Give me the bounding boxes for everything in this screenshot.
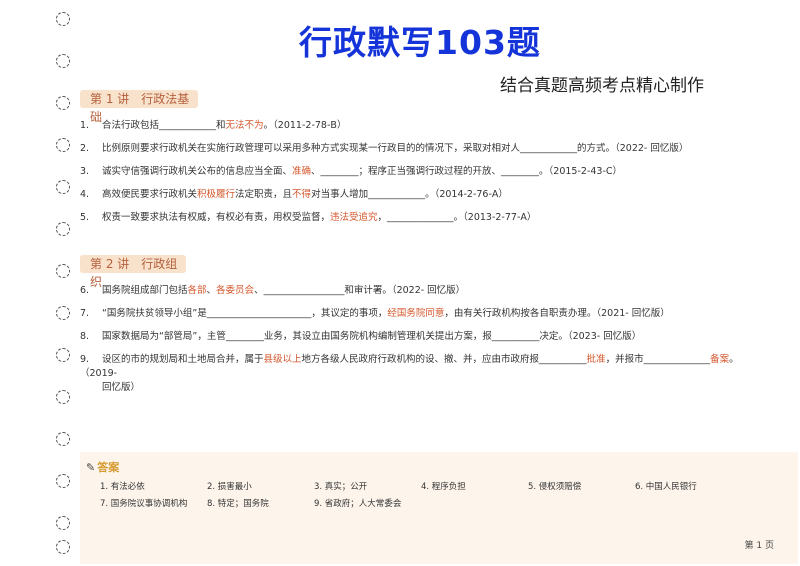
binder-hole — [56, 138, 70, 152]
binder-hole — [56, 432, 70, 446]
answer-item: 9. 省政府；人大常委会 — [314, 499, 402, 509]
answer-item: 8. 特定；国务院 — [207, 499, 269, 509]
question-number: 9. — [80, 354, 90, 365]
answer-item: 7. 国务院议事协调机构 — [100, 499, 188, 509]
question-text: 地方各级人民政府行政机构的设、撤、并，应由市政府报__________ — [301, 354, 587, 365]
question-text: “国务院扶贫领导小组”是______________________，其议定的事… — [102, 308, 388, 319]
pencil-icon: ✎ — [86, 461, 96, 474]
page-number: 第 1 页 — [744, 541, 774, 551]
binder-hole — [56, 54, 70, 68]
question-text: 国家数据局为“部管局”，主管________业务，其设立由国务院机构编制管理机关… — [102, 331, 642, 342]
question-7: 7. “国务院扶贫领导小组”是______________________，其议定… — [80, 307, 670, 321]
question-text: 对当事人增加____________。（2014-2-76-A） — [311, 189, 508, 200]
question-1: 1. 合法行政包括____________和无法不为。（2011-2-78-B） — [80, 119, 346, 133]
question-text: 高效便民要求行政机关 — [102, 189, 198, 200]
answer-panel: ✎答案 1. 有法必依 2. 损害最小 3. 真实；公开 4. 程序负担 5. … — [80, 452, 798, 564]
question-text: 权责一致要求执法有权威，有权必有责，用权受监督， — [102, 212, 331, 223]
binder-hole — [56, 12, 70, 26]
highlight-text: 违法受追究 — [330, 212, 378, 223]
answer-item: 3. 真实；公开 — [314, 482, 368, 492]
answer-header: ✎答案 — [86, 459, 119, 475]
question-6: 6. 国务院组成部门包括各部、各委员会、_________________和审计署… — [80, 284, 465, 298]
binder-hole — [56, 474, 70, 488]
question-2: 2. 比例原则要求行政机关在实施行政管理可以采用多种方式实现某一行政目的的情况下，… — [80, 142, 688, 156]
highlight-text: 不得 — [292, 189, 312, 200]
question-number: 2. — [80, 143, 90, 154]
highlight-text: 积极履行 — [197, 189, 236, 200]
highlight-text: 批准 — [586, 354, 606, 365]
answer-list: 1. 有法必依 2. 损害最小 3. 真实；公开 4. 程序负担 5. 侵权须赔… — [100, 480, 740, 509]
answer-item: 5. 侵权须赔偿 — [528, 482, 582, 492]
question-8: 8. 国家数据局为“部管局”，主管________业务，其设立由国务院机构编制管理… — [80, 330, 641, 344]
binder-hole — [56, 96, 70, 110]
binder-hole — [56, 222, 70, 236]
binder-holes — [56, 12, 72, 562]
question-text: 国务院组成部门包括 — [102, 285, 188, 296]
binder-hole — [56, 348, 70, 362]
answer-header-label: 答案 — [97, 461, 120, 474]
binder-hole — [56, 306, 70, 320]
question-text: 回忆版） — [102, 382, 141, 393]
answer-item: 1. 有法必依 — [100, 482, 145, 492]
answer-item: 4. 程序负担 — [421, 482, 466, 492]
answer-item: 6. 中国人民银行 — [635, 482, 697, 492]
page-subtitle: 结合真题高频考点精心制作 — [500, 76, 704, 96]
question-number: 1. — [80, 120, 90, 131]
question-text: ，______________。（2013-2-77-A） — [377, 212, 537, 223]
question-text: 设区的市的规划局和土地局合并，属于 — [102, 354, 264, 365]
binder-hole — [56, 540, 70, 554]
question-text: 。（2011-2-78-B） — [263, 120, 347, 131]
highlight-text: 县级以上 — [263, 354, 302, 365]
question-number: 4. — [80, 189, 90, 200]
question-text: ，由有关行政机构按各自职责办理。（2021- 回忆版） — [444, 308, 670, 319]
question-5: 5. 权责一致要求执法有权威，有权必有责，用权受监督，违法受追究，________… — [80, 211, 536, 225]
highlight-text: 经国务院同意 — [387, 308, 445, 319]
question-text: 。（2019- — [80, 354, 739, 379]
question-text: 、 — [206, 285, 217, 296]
question-text: 、_________________和审计署。（2022- 回忆版） — [254, 285, 466, 296]
answer-item: 2. 损害最小 — [207, 482, 252, 492]
question-text: ，并报市______________ — [605, 354, 711, 365]
question-text: 合法行政包括 — [102, 120, 160, 131]
question-number: 5. — [80, 212, 90, 223]
question-number: 8. — [80, 331, 90, 342]
question-text: 、________；程序正当强调行政过程的开放、________。（2015-2… — [311, 166, 623, 177]
highlight-text: 各委员会 — [216, 285, 255, 296]
section-tag-2: 第 2 讲 行政组织 — [80, 255, 186, 289]
question-text: 诚实守信强调行政机关公布的信息应当全面、 — [102, 166, 293, 177]
highlight-text: 无法不为 — [225, 120, 264, 131]
question-number: 7. — [80, 308, 90, 319]
question-3: 3. 诚实守信强调行政机关公布的信息应当全面、准确、________；程序正当强调… — [80, 165, 622, 179]
question-number: 6. — [80, 285, 90, 296]
binder-hole — [56, 180, 70, 194]
binder-hole — [56, 390, 70, 404]
question-text: 法定职责，且 — [235, 189, 293, 200]
highlight-text: 备案 — [710, 354, 730, 365]
section-tag-1: 第 1 讲 行政法基础 — [80, 90, 198, 124]
question-text: 比例原则要求行政机关在实施行政管理可以采用多种方式实现某一行政目的的情况下，采取… — [102, 143, 689, 154]
binder-hole — [56, 516, 70, 530]
binder-hole — [56, 264, 70, 278]
highlight-text: 准确 — [292, 166, 312, 177]
question-9: 9. 设区的市的规划局和土地局合并，属于县级以上地方各级人民政府行政机构的设、撤、… — [80, 353, 770, 395]
question-4: 4. 高效便民要求行政机关积极履行法定职责，且不得对当事人增加__________… — [80, 188, 508, 202]
question-blank: ____________和 — [159, 120, 226, 131]
question-number: 3. — [80, 166, 90, 177]
highlight-text: 各部 — [187, 285, 207, 296]
page-title: 行政默写103题 — [299, 23, 541, 62]
